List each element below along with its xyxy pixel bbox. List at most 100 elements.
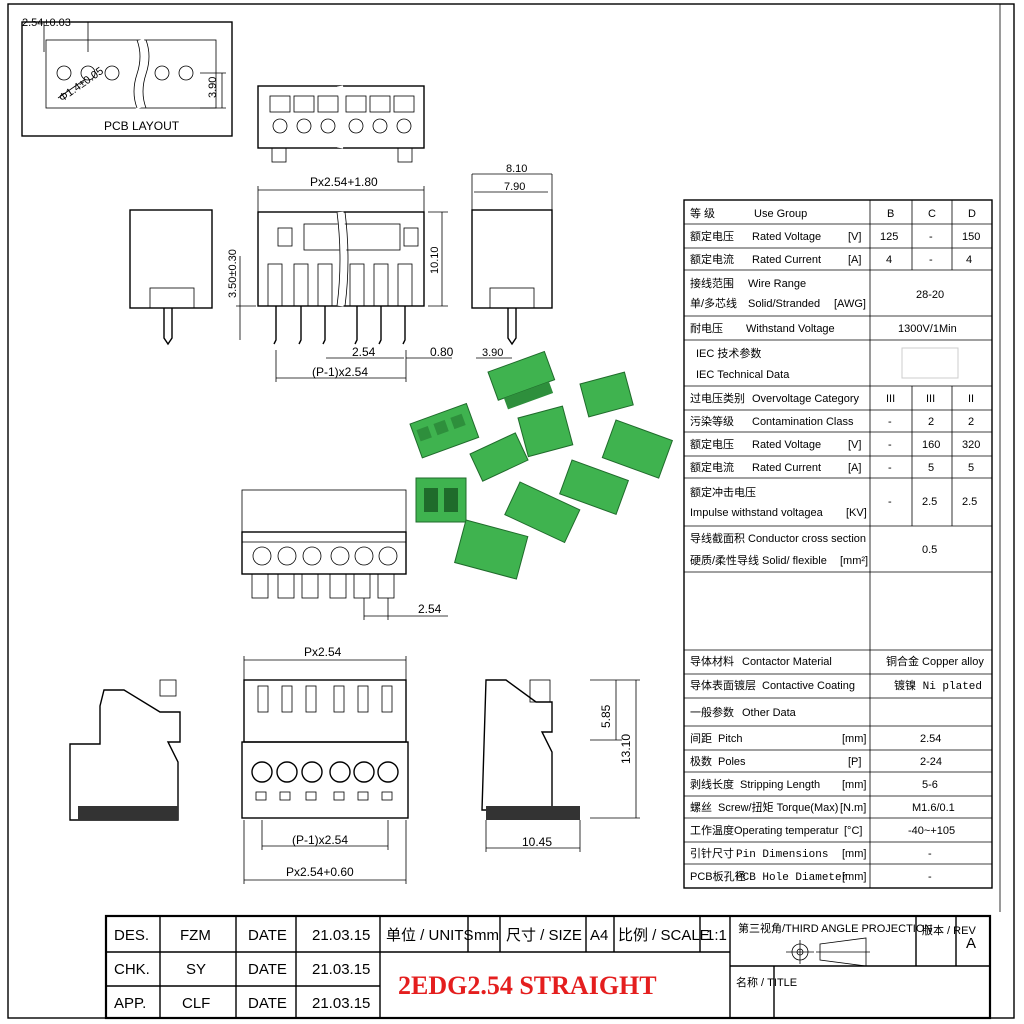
impulse-val-d: 2.5 bbox=[962, 496, 977, 508]
iec-cn: IEC 技术参数 bbox=[696, 346, 761, 360]
spec-row-cn: 额定电压 bbox=[690, 229, 734, 243]
spec-row-val: -40~+105 bbox=[908, 825, 955, 837]
pcb-layout-label: PCB LAYOUT bbox=[104, 119, 180, 133]
name-label: 名称 / TITLE bbox=[736, 975, 797, 989]
units-label: 单位 / UNITS bbox=[386, 927, 474, 944]
spec-row-unit: [mm] bbox=[842, 779, 866, 791]
wire-cn1: 接线范围 bbox=[690, 276, 734, 290]
green-connector bbox=[469, 432, 529, 482]
spec-row-val: 2-24 bbox=[920, 756, 942, 768]
plug-front-view-bottom: Px2.54 (P-1)x2.54 Px2.54+0.60 bbox=[241, 645, 409, 884]
spec-row-unit: [A] bbox=[848, 254, 861, 266]
rev-value: A bbox=[966, 935, 976, 952]
date-label: DATE bbox=[248, 995, 287, 1012]
withstand-val: 1300V/1Min bbox=[898, 323, 957, 335]
spec-row-val-c: - bbox=[929, 231, 933, 243]
spec-row-unit: [N.m] bbox=[840, 802, 866, 814]
conductor-val: 0.5 bbox=[922, 544, 937, 556]
body-height-dim: 10.10 bbox=[429, 246, 441, 274]
spec-row-val: - bbox=[928, 871, 932, 883]
spec-row-cn: 额定电压 bbox=[690, 437, 734, 451]
app-label: APP. bbox=[114, 995, 146, 1012]
side-width2-dim: 7.90 bbox=[504, 181, 525, 193]
spec-row-en: Pin Dimensions bbox=[736, 849, 828, 861]
pcb-height-label: 3.90 bbox=[207, 77, 219, 98]
spec-row-val-d: 4 bbox=[966, 254, 972, 266]
green-connector bbox=[504, 481, 581, 544]
plug-side-view-left bbox=[69, 679, 181, 821]
spec-row-val-c: 5 bbox=[928, 462, 934, 474]
pcb-layout-view: 2.54±0.03 Φ1.4±0.05 3.90 PCB LAYOUT bbox=[21, 17, 233, 137]
spec-row-en: Rated Voltage bbox=[752, 439, 821, 451]
spec-row-cn: 极数 bbox=[690, 754, 712, 768]
spec-row-val-b: III bbox=[886, 393, 895, 405]
coating-cn: 导体表面镀层 bbox=[690, 678, 756, 692]
impulse-val-c: 2.5 bbox=[922, 496, 937, 508]
spec-row-val: 5-6 bbox=[922, 779, 938, 791]
spec-row-val-b: - bbox=[888, 462, 892, 474]
wire-en1: Wire Range bbox=[748, 278, 806, 290]
spec-row-en: Pitch bbox=[718, 733, 742, 745]
spec-row-unit: [A] bbox=[848, 462, 861, 474]
conductor-unit: [mm²] bbox=[840, 555, 868, 567]
col-b: B bbox=[887, 208, 894, 220]
date-label: DATE bbox=[248, 927, 287, 944]
header-side-view-right: 8.10 7.90 3.90 bbox=[471, 163, 553, 359]
spec-row-cn: 螺丝 bbox=[690, 801, 712, 814]
top-width-dim: Px2.54+1.80 bbox=[310, 175, 378, 189]
spec-row-en: Stripping Length bbox=[740, 779, 820, 791]
spec-row-val-b: 125 bbox=[880, 231, 898, 243]
spec-row-val: 2.54 bbox=[920, 733, 941, 745]
spec-row-val: M1.6/0.1 bbox=[912, 802, 955, 814]
spec-row-val-c: III bbox=[926, 393, 935, 405]
title-block: DES. FZM DATE 21.03.15 CHK. SY DATE 21.0… bbox=[104, 914, 992, 1020]
spec-row-val-d: 150 bbox=[962, 231, 980, 243]
spec-row-cn: 额定电流 bbox=[690, 252, 734, 266]
front-pitch-dim: 2.54 bbox=[418, 602, 442, 616]
spec-row-val-c: - bbox=[929, 254, 933, 266]
side-height-dim: 3.50±0.30 bbox=[227, 249, 239, 298]
plug-span-dim: (P-1)x2.54 bbox=[292, 833, 348, 847]
date-label: DATE bbox=[248, 961, 287, 978]
spec-row-cn: 引针尺寸 bbox=[690, 846, 734, 860]
spec-row-cn: PCB板孔径 bbox=[690, 869, 746, 883]
green-connector bbox=[601, 419, 674, 479]
plug-h2-dim: 13.10 bbox=[619, 734, 633, 764]
pin-pitch-dim: 2.54 bbox=[352, 345, 376, 359]
spec-row-cn: 过电压类别 bbox=[690, 391, 745, 405]
withstand-cn: 耐电压 bbox=[690, 322, 723, 335]
drawing-title: 2EDG2.54 STRAIGHT bbox=[398, 971, 657, 1000]
green-connector bbox=[579, 371, 634, 418]
coating-val: 镀镍 Ni plated bbox=[894, 678, 982, 693]
spec-row-unit: [mm] bbox=[842, 871, 866, 883]
chk-value: SY bbox=[186, 961, 206, 978]
iec-en: IEC Technical Data bbox=[696, 369, 790, 381]
plug-side-view-right: 10.45 5.85 13.10 bbox=[481, 679, 640, 852]
scale-value: 1:1 bbox=[706, 927, 727, 944]
col-c: C bbox=[928, 208, 936, 220]
plug-total-dim: Px2.54+0.60 bbox=[286, 865, 354, 879]
rev-label: 版本 / REV bbox=[922, 923, 976, 937]
spec-row-val-d: 320 bbox=[962, 439, 980, 451]
spec-row-cn: 工作温度 bbox=[690, 823, 734, 837]
spec-row-cn: 污染等级 bbox=[690, 414, 734, 428]
projection-label: 第三视角/THIRD ANGLE PROJECTION bbox=[738, 921, 932, 935]
general-en: Other Data bbox=[742, 707, 797, 719]
spec-row-val-c: 2 bbox=[928, 416, 934, 428]
conductor-cn1: 导线截面积 bbox=[690, 531, 745, 545]
header-top-view bbox=[257, 85, 425, 163]
green-connector bbox=[559, 459, 630, 515]
units-value: mm bbox=[474, 927, 499, 944]
header-side-view-left bbox=[129, 209, 213, 346]
col-d: D bbox=[968, 208, 976, 220]
green-connector bbox=[517, 405, 574, 458]
material-val: 铜合金 Copper alloy bbox=[886, 654, 984, 668]
conductor-cn2: 硬质/柔性导线 bbox=[690, 553, 759, 567]
pin-span-dim: (P-1)x2.54 bbox=[312, 365, 368, 379]
spec-row-en: Poles bbox=[718, 756, 746, 768]
spec-row-unit: [P] bbox=[848, 756, 861, 768]
wire-cn2: 单/多芯线 bbox=[690, 296, 737, 310]
material-en: Contactor Material bbox=[742, 656, 832, 668]
usegroup-en: Use Group bbox=[754, 208, 807, 220]
size-value: A4 bbox=[590, 927, 608, 944]
